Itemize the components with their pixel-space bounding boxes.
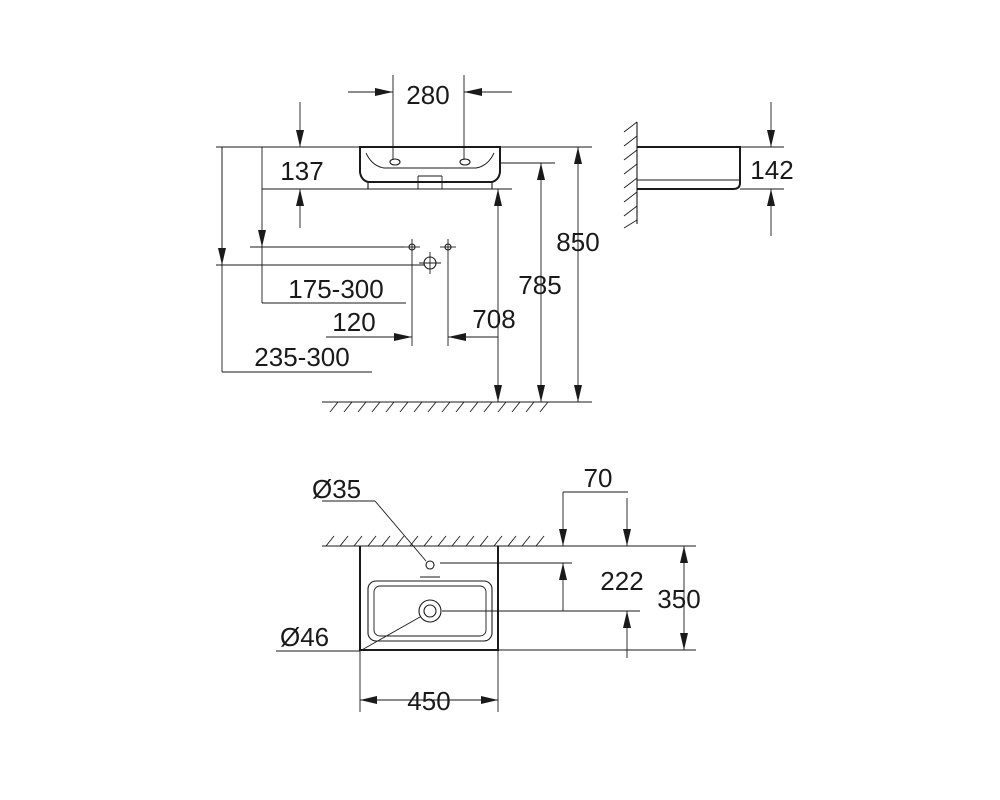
tap-hole-left bbox=[389, 158, 401, 166]
basin-front-view bbox=[359, 146, 501, 190]
waste-outlet-outer bbox=[418, 599, 442, 623]
dim-waste-distance: 222 bbox=[600, 566, 643, 596]
plan-wall-hatch bbox=[325, 535, 545, 547]
waste-outlet-inner bbox=[423, 604, 437, 618]
basin-plan-outline bbox=[359, 546, 499, 651]
fixing-point-left bbox=[404, 239, 420, 255]
dim-fixing-range-1: 175-300 bbox=[288, 274, 383, 304]
fixing-point-right bbox=[440, 239, 456, 255]
dim-waste-height: 708 bbox=[472, 304, 515, 334]
dim-depth: 350 bbox=[657, 584, 700, 614]
dim-underside-height: 785 bbox=[518, 270, 561, 300]
dim-width: 450 bbox=[407, 686, 450, 716]
side-elevation: 142 bbox=[623, 102, 794, 236]
floor-hatch bbox=[329, 401, 549, 413]
tap-hole bbox=[425, 560, 435, 570]
dim-top-height: 850 bbox=[556, 227, 599, 257]
waste-center-mark bbox=[419, 252, 441, 274]
front-elevation: 280 137 175-300 bbox=[216, 75, 600, 413]
dim-tap-hole-diameter: Ø35 bbox=[312, 474, 361, 504]
dim-tap-spacing: 280 bbox=[406, 80, 449, 110]
tap-hole-right bbox=[459, 158, 471, 166]
wall-hatch bbox=[623, 121, 638, 229]
basin-side-view bbox=[637, 146, 741, 190]
dim-basin-height: 137 bbox=[280, 156, 323, 186]
dim-fixing-spacing: 120 bbox=[332, 307, 375, 337]
plan-view: Ø35 Ø46 70 222 350 450 bbox=[276, 463, 701, 716]
dim-fixing-range-2: 235-300 bbox=[254, 342, 349, 372]
dim-side-depth: 142 bbox=[750, 155, 793, 185]
dim-waste-diameter: Ø46 bbox=[280, 622, 329, 652]
dim-tap-hole-distance: 70 bbox=[584, 463, 613, 493]
